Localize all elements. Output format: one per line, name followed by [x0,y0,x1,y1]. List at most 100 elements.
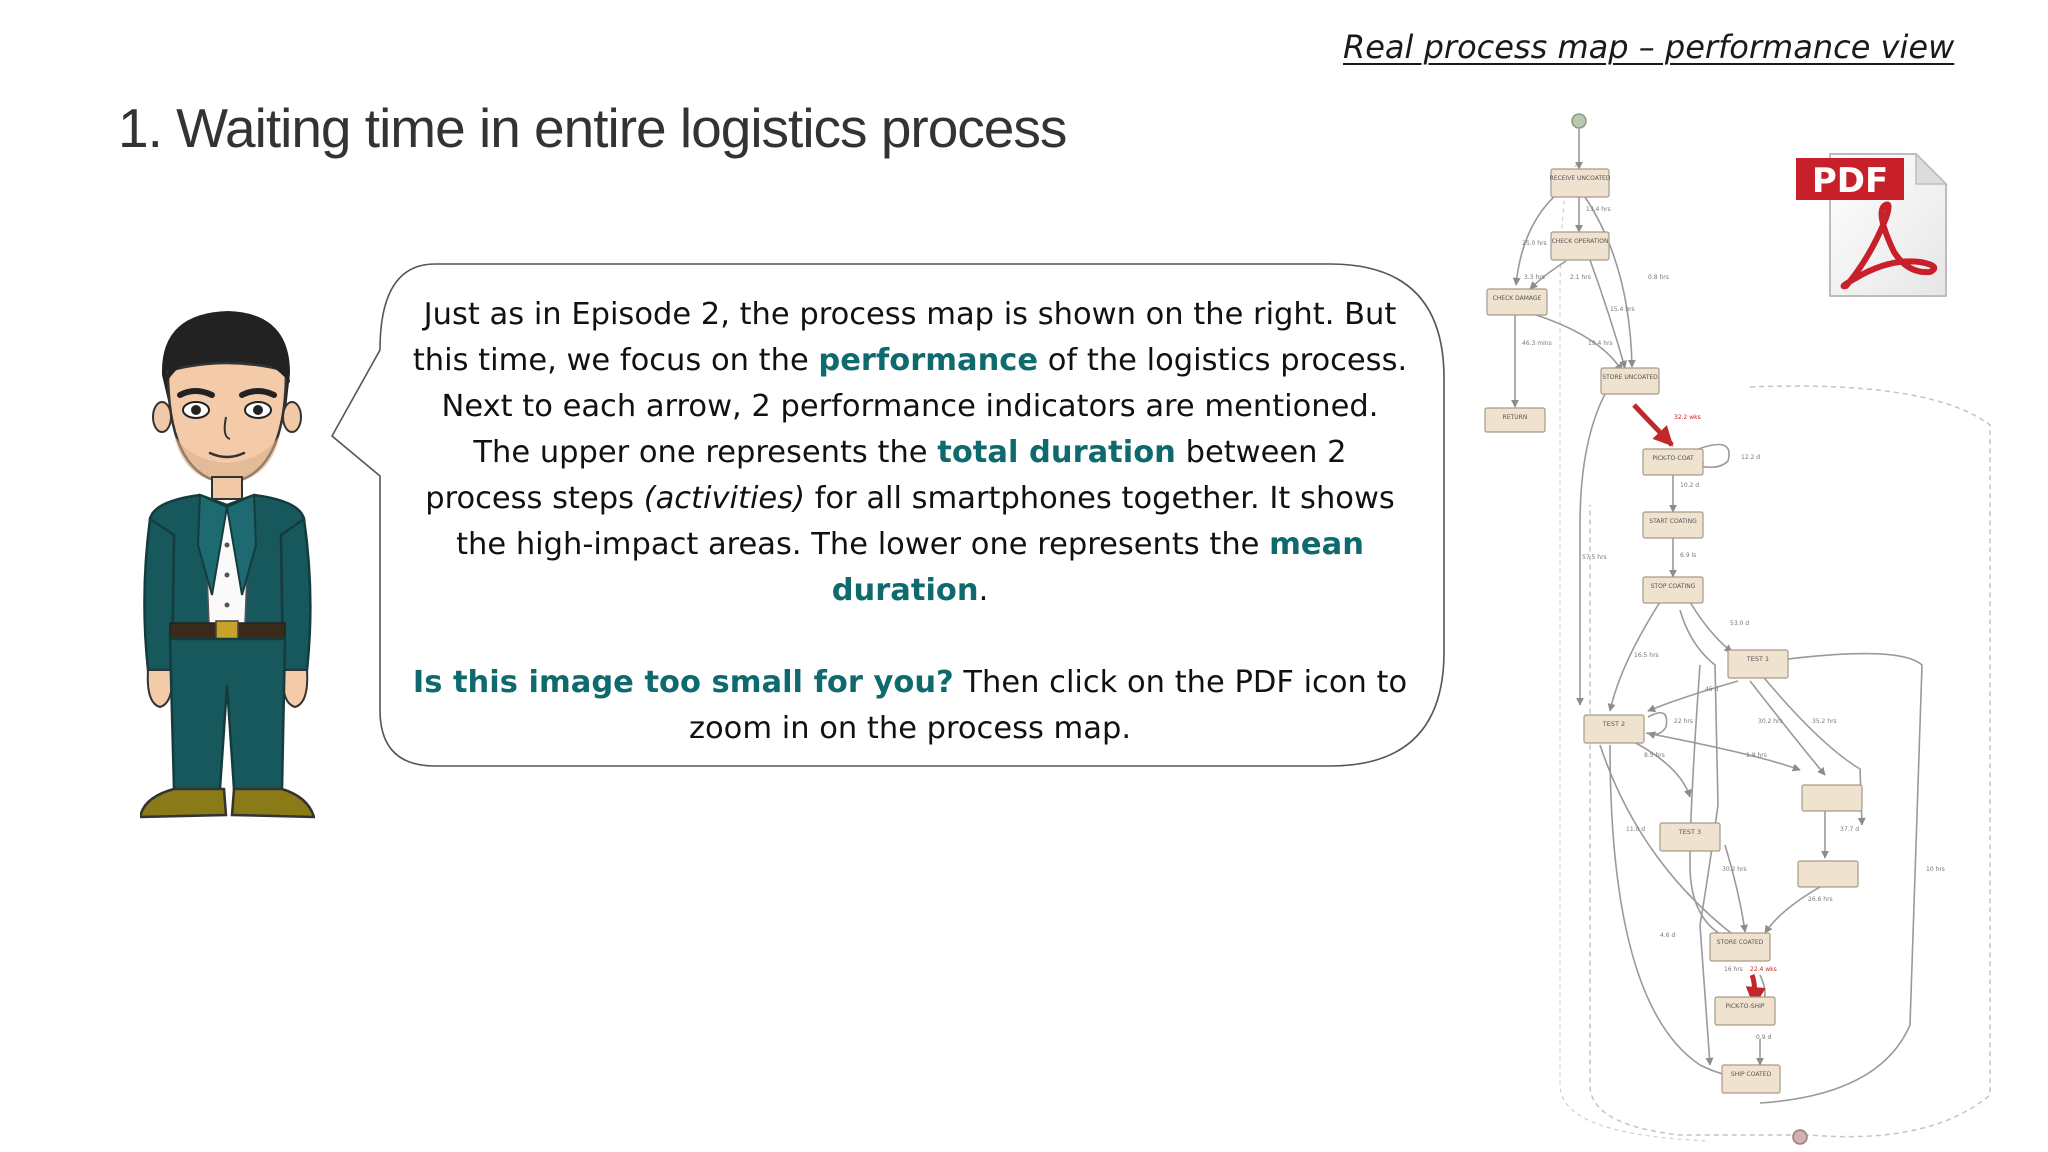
performance-view-link[interactable]: Real process map – performance view [1343,28,1955,66]
edge-label: 30.2 hrs [1722,866,1747,873]
node-check-operation[interactable]: CHECK OPERATION [1550,231,1610,261]
edge [1529,312,1623,372]
self-loop-edge [1647,711,1668,740]
node-label: STORE UNCOATED [1602,374,1658,381]
edge [1724,844,1748,933]
edge [1512,192,1559,286]
edge-label: 25.0 hrs [1522,240,1547,247]
node-unlabeled-activity[interactable] [1801,784,1863,812]
node-label: START COATING [1649,518,1697,525]
edge-label: 57.5 hrs [1582,554,1607,561]
pdf-file-icon[interactable]: PDF [1790,148,1950,300]
edge-label: 8.5 hrs [1644,752,1665,759]
critical-edges [1632,403,1766,1007]
edge [1749,680,1826,776]
text-segment: between 2 process steps [425,435,1347,516]
node-ship-coated[interactable]: SHIP COATED [1721,1064,1781,1094]
edge [1627,738,1692,798]
node-label: CHECK OPERATION [1552,238,1609,245]
node-start-coating[interactable]: START COATING [1642,511,1704,539]
edge-label: 53.0 d [1730,620,1749,627]
highlight-mean-duration: mean duration [831,527,1364,608]
node-receive-uncoated[interactable]: RECEIVE UNCOATED [1550,168,1611,198]
node-test-1[interactable]: TEST 1 [1727,649,1789,679]
node-pick-to-coat[interactable]: PICK-TO-COAT [1642,448,1704,476]
edge-label: 2.1 hrs [1570,274,1591,281]
edge-label: 1.8 hrs [1746,752,1767,759]
node-label: RETURN [1503,414,1528,421]
node-label: TEST 1 [1746,655,1769,663]
edge-label: 0.8 hrs [1648,274,1669,281]
end-node-icon [1792,1129,1808,1145]
dashed-loop-edge [1589,385,1991,1138]
node-store-coated[interactable]: STORE COATED [1709,932,1771,962]
edge-label-critical: 32.2 wks [1674,414,1701,421]
node-label: STORE COATED [1717,939,1764,946]
node-unlabeled-activity[interactable] [1797,860,1859,888]
edge [1679,609,1719,1066]
avatar [140,311,315,819]
edge [1584,196,1636,368]
edge [1529,260,1567,290]
italic-activities: (activities) [643,481,805,516]
zoom-hint-paragraph: Is this image too small for you? Then cl… [410,660,1410,752]
edge-label: 46.3 mins [1522,340,1552,347]
text-segment: for all smartphones together. It shows t… [456,481,1395,562]
node-label: PICK-TO-COAT [1652,455,1694,462]
node-return[interactable]: RETURN [1484,407,1546,433]
edge [1609,744,1751,1081]
edge-label-critical: 22.4 wks [1750,966,1777,973]
self-loop-edge [1695,443,1730,471]
edge [1689,601,1733,653]
edge-label: 3.3 hrs [1524,274,1545,281]
edge [1764,886,1821,934]
edge [1759,652,1923,1104]
edge-label: 19.4 hrs [1588,340,1613,347]
process-map[interactable]: RECEIVE UNCOATED CHECK OPERATION CHECK D… [1460,105,2020,1152]
edge [1645,732,1801,772]
node-label: TEST 3 [1678,828,1701,836]
pdf-label: PDF [1812,161,1888,201]
edge-label: 11.0 d [1626,826,1645,833]
node-test-3[interactable]: TEST 3 [1659,822,1721,852]
node-label: RECEIVE UNCOATED [1550,175,1611,182]
explanation-text: Just as in Episode 2, the process map is… [410,292,1410,752]
edge-label: 4.6 d [1660,932,1675,939]
edge-label: 35.2 hrs [1812,718,1837,725]
critical-edge [1632,403,1674,447]
edge-label: 26.6 hrs [1808,896,1833,903]
edge [1759,672,1866,826]
highlight-performance: performance [818,343,1039,378]
edge-label: 0.9 d [1756,1034,1771,1041]
edge-label: 10.2 d [1680,482,1699,489]
node-label: CHECK DAMAGE [1493,295,1542,302]
edge-label: 30.2 hrs [1758,718,1783,725]
text-segment: Just as in Episode 2, the process map is… [412,297,1397,378]
explanation-paragraph: Just as in Episode 2, the process map is… [410,292,1410,614]
text-segment: of the logistics process. Next to each a… [441,343,1408,470]
edge-labels: 13.4 hrs 25.0 hrs 3.3 hrs 2.1 hrs 0.8 hr… [1522,206,1945,1041]
node-stop-coating[interactable]: STOP COATING [1642,576,1704,604]
node-store-uncoated[interactable]: STORE UNCOATED [1600,367,1660,395]
highlight-too-small: Is this image too small for you? [412,665,954,700]
process-nodes: RECEIVE UNCOATED CHECK OPERATION CHECK D… [1484,168,1863,1094]
node-check-damage[interactable]: CHECK DAMAGE [1486,288,1548,316]
highlight-total-duration: total duration [937,435,1176,470]
edge-label: 6.9 ls [1680,552,1696,559]
node-test-2[interactable]: TEST 2 [1583,714,1645,744]
node-label: PICK-TO-SHIP [1726,1003,1765,1010]
start-node-icon [1571,113,1587,129]
edge-label: 45 d [1705,686,1719,693]
edge-label: 12.2 d [1741,454,1760,461]
edge [1647,680,1739,712]
node-pick-to-ship[interactable]: PICK-TO-SHIP [1714,996,1776,1026]
page-title: 1. Waiting time in entire logistics proc… [118,97,1067,159]
edge-label: 22 hrs [1674,718,1693,725]
edge [1607,601,1661,712]
edge-label: 16 hrs [1724,966,1743,973]
edges [1511,129,1923,1104]
edge [1689,664,1751,948]
node-label: TEST 2 [1602,720,1625,728]
edge-label: 16.5 hrs [1634,652,1659,659]
speech-bubble [330,263,1445,767]
